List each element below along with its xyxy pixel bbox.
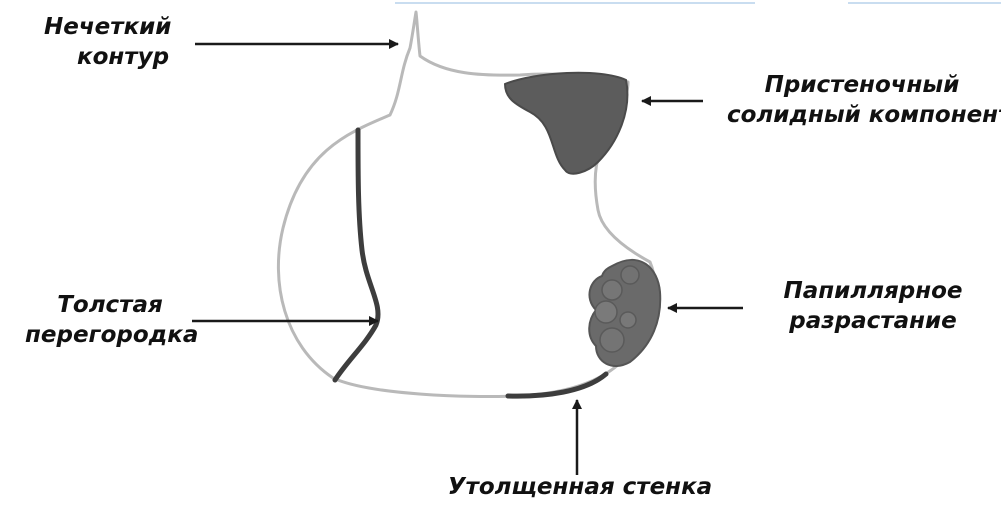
thick-septum (335, 130, 378, 380)
label-parietal-solid-line1: Пристеночный (727, 70, 997, 100)
label-papillary-growth-line2: разрастание (768, 306, 978, 336)
label-fuzzy-contour: Нечеткий контур (44, 12, 171, 72)
label-thick-septum: Толстая перегородка (25, 290, 195, 350)
label-parietal-solid-line2: солидный компонент (727, 100, 997, 130)
label-thickened-wall: Утолщенная стенка (420, 472, 740, 502)
label-fuzzy-contour-line2: контур (44, 42, 171, 72)
label-parietal-solid: Пристеночный солидный компонент (727, 70, 997, 130)
label-papillary-growth: Папиллярное разрастание (768, 276, 978, 336)
label-thick-septum-line2: перегородка (25, 320, 195, 350)
papillary-growth (589, 260, 660, 366)
label-papillary-growth-line1: Папиллярное (768, 276, 978, 306)
label-thick-septum-line1: Толстая (25, 290, 195, 320)
label-thickened-wall-line1: Утолщенная стенка (420, 472, 740, 502)
thickened-wall (508, 374, 606, 396)
parietal-solid-component (505, 73, 627, 174)
label-fuzzy-contour-line1: Нечеткий (44, 12, 171, 42)
